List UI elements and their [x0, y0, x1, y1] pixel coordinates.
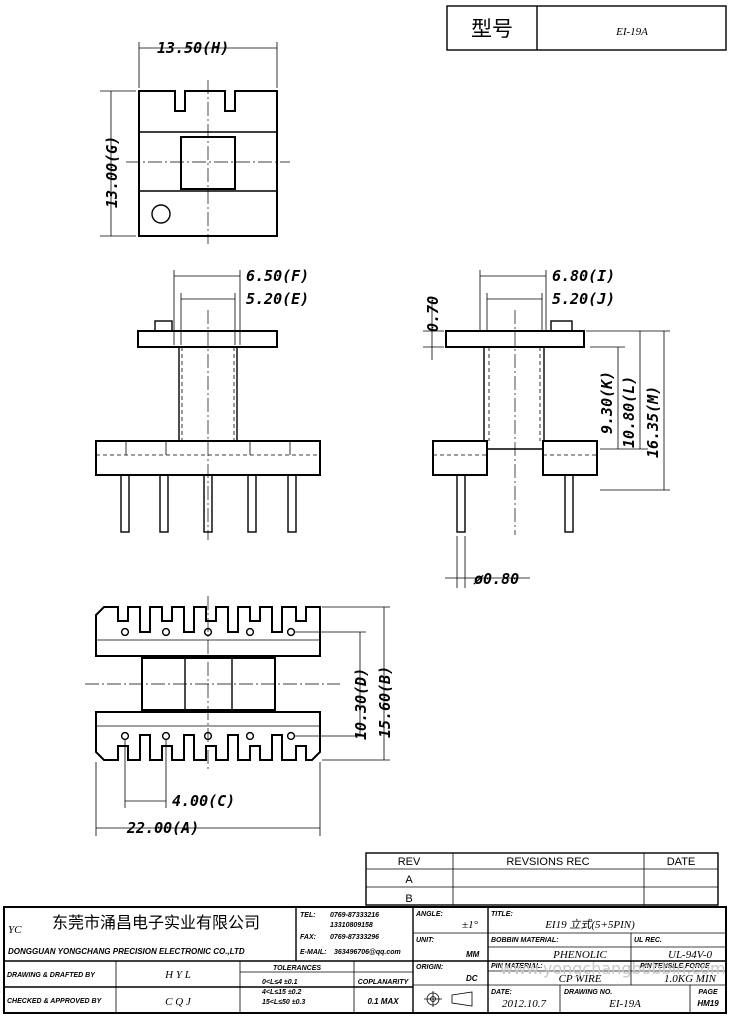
- dim-pin-dia: ø0.80: [473, 570, 519, 588]
- side-view: 6.80(I) 5.20(J) 0.70 9.30(K) 10.80(L) 16…: [423, 267, 670, 588]
- dim-top-height: 13.00(G): [103, 136, 121, 208]
- date-value: 2012.10.7: [502, 998, 547, 1010]
- tol-2: 4<L≤15 ±0.2: [261, 989, 302, 996]
- tensile-label: PIN TENSILE FORCE: [640, 963, 710, 970]
- drawn-value: H Y L: [164, 969, 191, 981]
- tol-3: 15<L≤50 ±0.3: [262, 999, 305, 1006]
- model-header: 型号 EI-19A: [446, 5, 727, 51]
- pin-value: CP WIRE: [559, 973, 602, 985]
- bobbin-label: BOBBIN MATERIAL:: [491, 937, 559, 944]
- dim-side-i: 6.80(I): [552, 267, 615, 285]
- fax-value: 0769-87333296: [330, 934, 379, 941]
- header-label: 型号: [471, 17, 513, 41]
- ul-value: UL-94V-0: [668, 949, 713, 961]
- rev-col-date: DATE: [667, 856, 696, 868]
- coplan-value: 0.1 MAX: [367, 997, 399, 1006]
- company-cn: 东莞市涌昌电子实业有限公司: [52, 913, 260, 932]
- title-block: YC 东莞市涌昌电子实业有限公司 DONGGUAN YONGCHANG PREC…: [3, 906, 727, 1014]
- dim-top-width: 13.50(H): [157, 39, 229, 57]
- origin-label: ORIGIN:: [416, 964, 443, 971]
- page-label: PAGE: [698, 989, 718, 996]
- coplan-label: COPLANARITY: [358, 979, 410, 986]
- angle-value: ±1°: [462, 919, 479, 931]
- rev-row-a: A: [405, 874, 413, 886]
- dim-side-m: 16.35(M): [644, 386, 662, 458]
- tol-label: TOLERANCES: [273, 965, 321, 972]
- ul-label: UL REC.: [634, 937, 662, 944]
- unit-label: UNIT:: [416, 937, 434, 944]
- email-label: E-MAIL:: [300, 949, 326, 956]
- drawn-label: DRAWING & DRAFTED BY: [7, 972, 96, 979]
- pin-label: PIN MATERIAL:: [491, 963, 543, 970]
- angle-label: ANGLE:: [415, 911, 443, 918]
- bobbin-value: PHENOLIC: [552, 949, 607, 961]
- dim-side-flange: 0.70: [424, 296, 442, 332]
- dim-bottom-b: 15.60(B): [376, 666, 394, 738]
- projection-symbol-icon: [424, 991, 473, 1007]
- company-en: DONGGUAN YONGCHANG PRECISION ELECTRONIC …: [8, 947, 245, 956]
- tel-value: 0769-87333216: [330, 912, 379, 919]
- tol-1: 0<L≤4 ±0.1: [262, 979, 298, 986]
- tensile-value: 1.0KG MIN: [664, 973, 717, 985]
- watermark-text: www.yongchangbobbin.com: [500, 959, 726, 978]
- dim-side-j: 5.20(J): [552, 290, 615, 308]
- fax-label: FAX:: [300, 934, 316, 941]
- dim-pitch-c: 4.00(C): [172, 792, 235, 810]
- title-value: EI19 立式(5+5PIN): [544, 918, 635, 931]
- tel-value2: 13310809158: [330, 922, 373, 929]
- rev-col-rec: REVSIONS REC: [506, 856, 589, 868]
- header-model: EI-19A: [615, 26, 648, 38]
- revision-table: REV REVSIONS REC DATE A B: [365, 852, 719, 906]
- dim-side-k: 9.30(K): [598, 371, 616, 434]
- dim-side-l: 10.80(L): [620, 376, 638, 448]
- date-label: DATE:: [491, 989, 512, 996]
- company-logo: YC: [8, 924, 22, 936]
- drawing-no-label: DRAWING NO.: [564, 989, 612, 996]
- checked-value: C Q J: [165, 996, 192, 1008]
- drawing-no-value: EI-19A: [608, 998, 641, 1010]
- dim-bottom-d: 10.30(D): [352, 668, 370, 740]
- rev-row-b: B: [405, 893, 412, 905]
- title-label: TITLE:: [491, 911, 513, 918]
- rev-col-rev: REV: [398, 856, 421, 868]
- dim-width-a: 22.00(A): [126, 819, 199, 837]
- unit-value: MM: [466, 950, 480, 959]
- bottom-view: 10.30(D) 15.60(B) 4.00(C) 22.00(A): [85, 596, 394, 837]
- front-view: 6.50(F) 5.20(E): [95, 267, 321, 540]
- email-value: 363496706@qq.com: [334, 949, 401, 956]
- origin-value: DC: [466, 974, 478, 983]
- top-view: 13.50(H) 13.00(G): [100, 39, 290, 244]
- page-value: HM19: [697, 999, 719, 1008]
- checked-label: CHECKED & APPROVED BY: [7, 998, 103, 1005]
- dim-front-e: 5.20(E): [246, 290, 309, 308]
- dim-front-f: 6.50(F): [246, 267, 309, 285]
- tel-label: TEL:: [300, 912, 316, 919]
